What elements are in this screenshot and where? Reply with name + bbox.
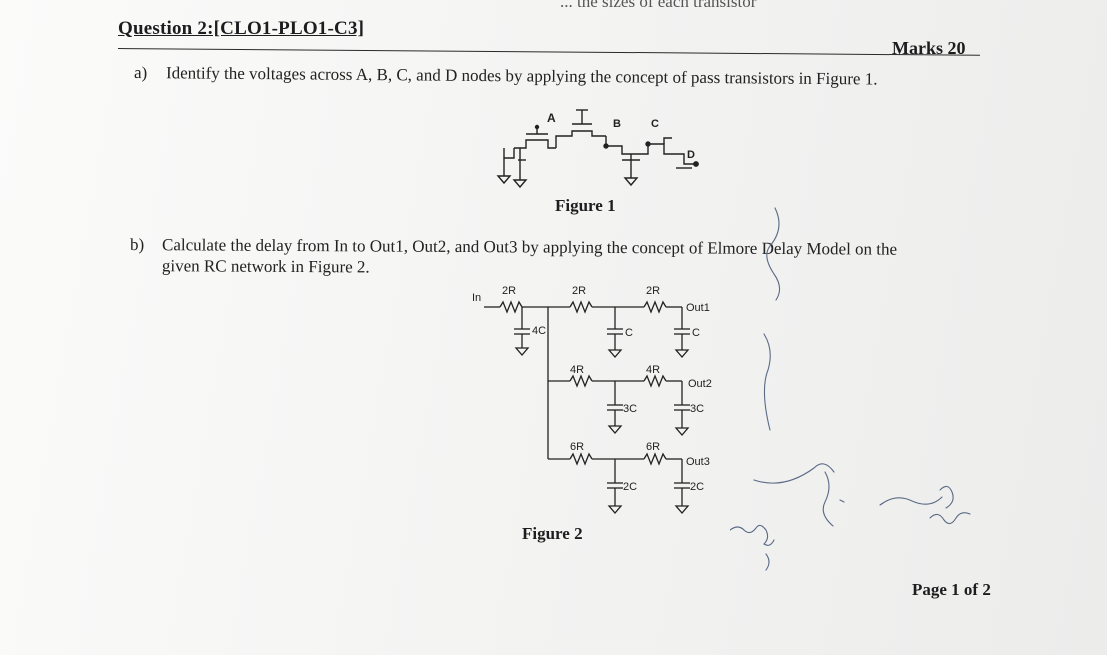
figure-1-caption: Figure 1 <box>555 196 616 215</box>
part-a-label: a) <box>133 63 148 83</box>
question-title: Question 2:[CLO1-PLO1-C3] <box>118 18 365 39</box>
capacitor-c-bot1: 2C <box>623 481 637 493</box>
resistor-r-mid2: 4R <box>646 364 660 376</box>
figure-1-node-b: B <box>613 118 621 130</box>
figure-1-node-a: A <box>547 111 556 125</box>
marks-label: Marks 20 <box>892 38 966 58</box>
output-out2: Out2 <box>688 378 712 390</box>
resistor-r-bot1: 6R <box>570 441 584 453</box>
cut-off-top-text: ... the sizes of each transistor <box>560 0 757 11</box>
resistor-r-mid1: 4R <box>570 364 584 376</box>
figure-1-diagram: A B C D <box>496 109 699 189</box>
capacitor-c-top2: C <box>692 327 700 339</box>
capacitor-c-bot2: 2C <box>690 481 704 493</box>
output-out3: Out3 <box>686 456 710 468</box>
part-a: a) Identify the voltages across A, B, C, … <box>134 62 1014 91</box>
resistor-r-bot2: 6R <box>646 441 660 453</box>
part-a-text: Identify the voltages across A, B, C, an… <box>165 63 878 89</box>
capacitor-c-mid1: 3C <box>623 403 637 415</box>
figure-2-rc-network: In 2R 2R 2R Out1 4C C C 4R 4R Out2 3C 3C… <box>472 285 712 514</box>
page-number: Page 1 of 2 <box>912 580 991 599</box>
figure-1-node-c: C <box>651 118 659 130</box>
capacitor-c-mid2: 3C <box>690 403 704 415</box>
header-rule <box>117 48 980 56</box>
figure-1-node-d: D <box>687 149 695 161</box>
resistor-r-in: 2R <box>502 285 516 297</box>
part-b-label: b) <box>130 235 145 255</box>
capacitor-c-top1: C <box>625 327 633 339</box>
input-label: In <box>472 292 481 304</box>
figure-2-caption: Figure 2 <box>522 524 583 543</box>
pen-scribbles <box>730 207 971 571</box>
capacitor-c-in: 4C <box>532 325 546 337</box>
resistor-r-top1: 2R <box>572 285 586 297</box>
resistor-r-top2: 2R <box>646 285 660 297</box>
output-out1: Out1 <box>686 302 710 314</box>
